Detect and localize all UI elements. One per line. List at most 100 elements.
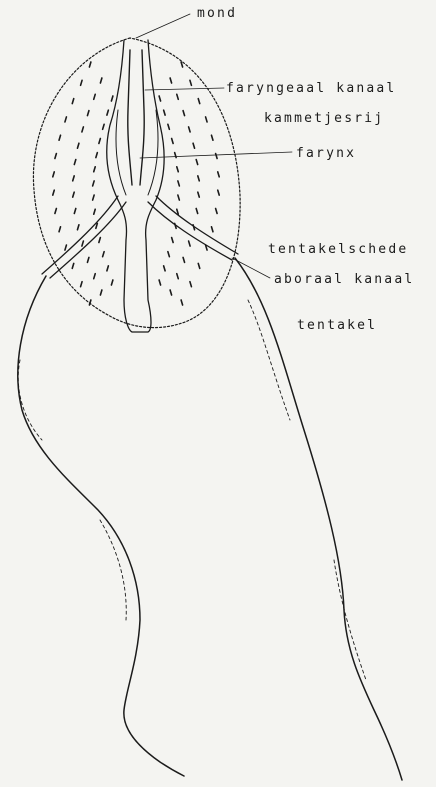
- tentacle-left-edge: [18, 360, 126, 620]
- comb-plate: [55, 208, 57, 213]
- label-farynx: farynx: [296, 147, 356, 160]
- comb-plate: [193, 143, 195, 148]
- tentacle-sheath-left: [42, 196, 126, 278]
- comb-plate: [198, 263, 200, 268]
- comb-plate: [65, 117, 67, 122]
- comb-plate: [103, 124, 105, 129]
- comb-plate: [164, 266, 166, 271]
- comb-plate: [206, 117, 208, 122]
- comb-plate: [73, 176, 75, 181]
- comb-plate: [94, 274, 96, 279]
- comb-plate: [211, 135, 213, 140]
- comb-plate: [100, 78, 102, 83]
- leader-faryngeaal: [145, 88, 224, 90]
- tentacle-left: [18, 276, 184, 776]
- comb-plate: [74, 160, 76, 165]
- body-outline: [33, 38, 240, 328]
- comb-plate: [190, 282, 192, 287]
- comb-plate: [172, 138, 174, 143]
- comb-plate: [198, 192, 200, 197]
- comb-plate: [216, 154, 218, 159]
- comb-plate: [216, 208, 218, 213]
- comb-plate: [96, 153, 98, 158]
- comb-plate: [198, 99, 200, 104]
- comb-plate: [189, 241, 191, 246]
- comb-plate: [107, 266, 109, 271]
- comb-plate: [73, 192, 75, 197]
- comb-plate: [96, 223, 98, 228]
- comb-plate: [94, 94, 96, 99]
- comb-plate: [177, 94, 179, 99]
- comb-plate: [170, 78, 172, 83]
- comb-plate: [183, 257, 185, 262]
- comb-plate: [183, 111, 185, 116]
- comb-plate: [164, 110, 166, 115]
- comb-plate: [87, 257, 89, 262]
- comb-plate: [77, 225, 79, 230]
- comb-plate: [94, 209, 96, 214]
- comb-plate: [103, 252, 105, 257]
- comb-plate: [218, 172, 220, 177]
- tentacle-right-edge: [248, 300, 366, 680]
- label-tentakel: tentakel: [297, 319, 377, 332]
- comb-plate: [72, 263, 74, 268]
- comb-plate: [170, 290, 172, 295]
- comb-plate: [93, 181, 95, 186]
- comb-plate: [55, 154, 57, 159]
- comb-plate: [87, 111, 89, 116]
- comb-plate: [89, 62, 91, 67]
- comb-plate: [111, 280, 113, 285]
- comb-plate: [178, 181, 180, 186]
- label-tentakelschede: tentakelschede: [268, 243, 408, 256]
- comb-plate: [181, 62, 183, 67]
- comb-plate: [190, 80, 192, 85]
- tentacle-sheath-right: [148, 196, 238, 260]
- comb-plate: [168, 124, 170, 129]
- comb-plate: [175, 223, 177, 228]
- label-mond: mond: [197, 7, 237, 20]
- comb-plate: [181, 300, 183, 305]
- comb-plate: [77, 143, 79, 148]
- comb-plate: [81, 282, 83, 287]
- comb-rows: [53, 62, 219, 305]
- comb-plate: [159, 280, 161, 285]
- comb-plate: [177, 274, 179, 279]
- comb-plate: [193, 225, 195, 230]
- comb-plate: [59, 135, 61, 140]
- comb-plate: [168, 252, 170, 257]
- comb-plate: [198, 176, 200, 181]
- comb-plate: [81, 80, 83, 85]
- tentacle-right: [235, 258, 402, 780]
- comb-plate: [99, 238, 101, 243]
- comb-plate: [100, 290, 102, 295]
- comb-plate: [189, 127, 191, 132]
- comb-plate: [107, 110, 109, 115]
- pharyngeal-canal: [128, 50, 144, 185]
- comb-plate: [82, 241, 84, 246]
- leader-mond: [136, 14, 190, 38]
- comb-plate: [82, 127, 84, 132]
- comb-plate: [196, 160, 198, 165]
- comb-plate: [72, 99, 74, 104]
- label-kammetjesrij: kammetjesrij: [264, 112, 384, 125]
- leader-aboraal: [232, 258, 270, 278]
- comb-plate: [218, 190, 220, 195]
- comb-plate: [94, 167, 96, 172]
- pharynx-inner: [116, 110, 158, 195]
- comb-plate: [211, 227, 213, 232]
- comb-plate: [65, 245, 67, 250]
- comb-plate: [53, 172, 55, 177]
- comb-plate: [196, 208, 198, 213]
- comb-plate: [159, 96, 161, 101]
- comb-plate: [177, 167, 179, 172]
- comb-plate: [172, 238, 174, 243]
- label-aboraal-kanaal: aboraal kanaal: [274, 273, 414, 286]
- comb-plate: [99, 138, 101, 143]
- label-faryngeaal-kanaal: faryngeaal kanaal: [226, 82, 396, 95]
- comb-plate: [178, 195, 180, 200]
- comb-plate: [93, 195, 95, 200]
- comb-plate: [74, 208, 76, 213]
- pharynx-outer: [107, 40, 164, 332]
- comb-plate: [53, 190, 55, 195]
